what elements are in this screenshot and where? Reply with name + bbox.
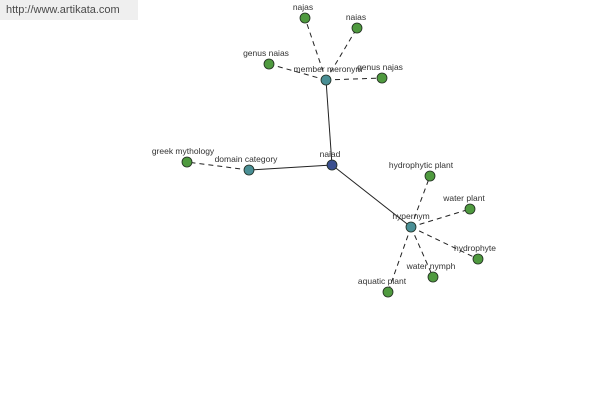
node-greek-mythology[interactable]: [181, 156, 193, 168]
node-label-hydrophyte[interactable]: hydrophyte: [454, 243, 496, 253]
node-water-plant[interactable]: [464, 203, 476, 215]
node-label-water-nymph[interactable]: water nymph: [406, 261, 456, 271]
node-label-hydrophytic-plant[interactable]: hydrophytic plant: [389, 160, 454, 170]
graph-labels: naiad member meronym domain category hypern…: [152, 2, 496, 286]
edge-naiad-to-domain-category: [248, 164, 333, 171]
node-label-water-plant[interactable]: water plant: [442, 193, 485, 203]
node-label-domain-category[interactable]: domain category: [215, 154, 279, 164]
node-label-naias[interactable]: naias: [346, 12, 366, 22]
node-aquatic-plant[interactable]: [382, 286, 394, 298]
edge-domain-category-to-greek-mythology: [186, 161, 250, 171]
node-domain-category[interactable]: [243, 164, 255, 176]
node-label-genus-najas[interactable]: genus najas: [357, 62, 403, 72]
node-label-greek-mythology[interactable]: greek mythology: [152, 146, 215, 156]
node-genus-najas[interactable]: [376, 72, 388, 84]
node-hydrophyte[interactable]: [472, 253, 484, 265]
edge-hypernym-to-aquatic-plant: [387, 226, 412, 293]
edge-hypernym-to-water-plant: [410, 208, 471, 228]
node-najas-1[interactable]: [299, 12, 311, 24]
node-naiad[interactable]: [326, 159, 338, 171]
node-genus-naias[interactable]: [263, 58, 275, 70]
edge-member-meronym-to-naias: [325, 27, 358, 81]
node-hypernym[interactable]: [405, 221, 417, 233]
edge-hypernym-to-hydrophyte: [410, 226, 479, 260]
edge-member-meronym-to-najas-1: [304, 17, 327, 81]
node-label-hypernym[interactable]: hypernym: [392, 211, 429, 221]
node-label-najas-1[interactable]: najas: [293, 2, 313, 12]
node-water-nymph[interactable]: [427, 271, 439, 283]
edge-member-meronym-to-genus-najas: [325, 77, 383, 81]
node-label-member-meronym[interactable]: member meronym: [294, 64, 363, 74]
edge-member-meronym-to-genus-naias: [268, 63, 327, 81]
edge-hypernym-to-hydrophytic-plant: [410, 175, 431, 228]
node-label-naiad[interactable]: naiad: [320, 149, 341, 159]
edge-naiad-to-member-meronym: [325, 79, 333, 166]
edge-naiad-to-hypernym: [331, 164, 412, 228]
graph-edges: [186, 17, 479, 293]
node-hydrophytic-plant[interactable]: [424, 170, 436, 182]
source-url[interactable]: http://www.artikata.com: [0, 0, 138, 20]
edge-hypernym-to-water-nymph: [410, 226, 434, 278]
node-naias[interactable]: [351, 22, 363, 34]
node-label-genus-naias[interactable]: genus naias: [243, 48, 289, 58]
node-member-meronym[interactable]: [320, 74, 332, 86]
graph-nodes: [181, 12, 484, 298]
node-label-aquatic-plant[interactable]: aquatic plant: [358, 276, 407, 286]
